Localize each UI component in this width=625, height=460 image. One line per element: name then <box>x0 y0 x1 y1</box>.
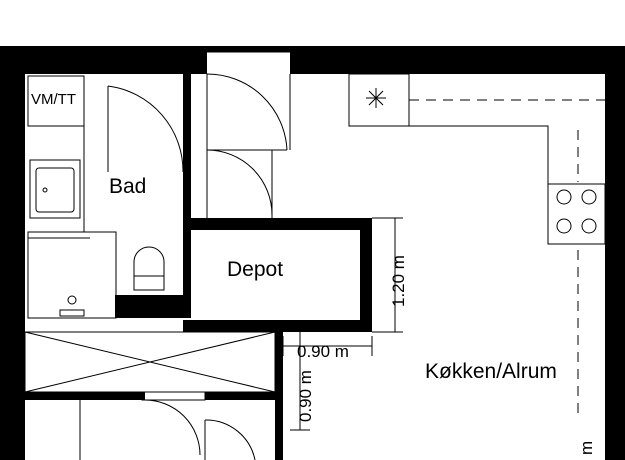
entrance-doors <box>206 73 291 218</box>
wall-depot-top <box>183 218 368 230</box>
basin-tap <box>67 295 77 305</box>
wall-top <box>0 46 625 74</box>
vm-tt-label: VM/TT <box>31 91 76 108</box>
bathroom <box>27 75 184 319</box>
fan-icon <box>366 88 386 108</box>
burner-2 <box>581 189 597 205</box>
burner-1 <box>556 189 572 205</box>
lower-door-frame <box>141 391 206 401</box>
cooktop-icon <box>547 183 606 245</box>
wall-lower-2 <box>205 392 283 400</box>
wall-lower-1 <box>25 392 145 400</box>
kitchen-counters <box>348 73 606 420</box>
extractor-box <box>348 73 410 127</box>
bad-label: Bad <box>109 175 146 198</box>
wall-right <box>605 46 625 460</box>
lower-door-arc <box>144 399 201 456</box>
wall-depot-right <box>360 218 372 332</box>
kokken-label: Køkken/Alrum <box>425 360 557 383</box>
wall-depot-bottom <box>183 320 372 332</box>
depot-label: Depot <box>227 258 283 281</box>
dim-label-kitchen: m <box>577 441 596 455</box>
burner-3 <box>556 218 572 234</box>
toilet-icon <box>133 246 165 291</box>
depot-room <box>191 230 360 320</box>
wall-bath-right <box>183 74 191 318</box>
shower-area <box>27 231 117 319</box>
basin-base <box>59 309 85 317</box>
walls <box>0 46 625 460</box>
door-arc-lower <box>206 149 273 216</box>
wardrobes <box>24 331 276 460</box>
wall-lower-post <box>275 332 283 460</box>
burner-4 <box>581 218 597 234</box>
sink-bowl <box>35 167 75 213</box>
dim-label-passage-height: 0.90 m <box>296 370 315 422</box>
bath-door-arc <box>107 85 184 173</box>
door-opening-top <box>207 52 290 74</box>
counter-outline <box>408 74 605 245</box>
lower-door-arc-2 <box>204 419 256 460</box>
dimension-lines <box>282 217 403 431</box>
wardrobe-cross-2 <box>24 331 276 393</box>
wall-corridor-left <box>0 318 25 460</box>
wall-bath-bottom <box>115 295 191 318</box>
sink-icon <box>29 159 81 219</box>
dim-label-passage-width: 0.90 m <box>297 342 349 361</box>
sink-drain <box>42 187 48 193</box>
dim-label-depot-height: 1.20 m <box>389 255 408 307</box>
door-arc-upper <box>206 73 288 151</box>
